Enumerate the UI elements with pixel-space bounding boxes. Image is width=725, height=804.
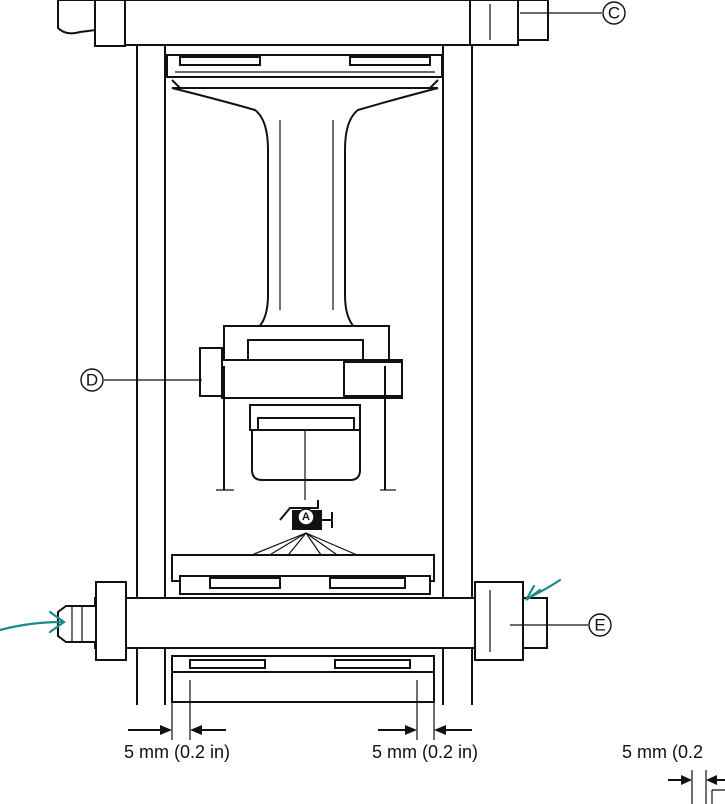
side-plates	[136, 0, 473, 705]
callout-c: C	[608, 4, 620, 23]
dimension-label-corner: 5 mm (0.2	[622, 742, 703, 762]
callout-e: E	[594, 616, 605, 635]
callout-a: A	[302, 511, 310, 523]
dimension-markers	[128, 680, 725, 804]
middle-bolt-assembly	[199, 325, 403, 500]
annotation-arrow-icon	[0, 578, 562, 634]
dimension-label-left: 5 mm (0.2 in)	[124, 742, 230, 762]
callout-e-group: E	[510, 613, 612, 637]
callout-d-group: D	[80, 368, 202, 392]
top-bearing	[166, 54, 443, 89]
top-shaft-assembly	[57, 0, 549, 47]
bottom-bearing-assembly	[57, 554, 548, 703]
relay-arm	[171, 87, 439, 339]
dimension-label-right: 5 mm (0.2 in)	[372, 742, 478, 762]
callout-d: D	[86, 371, 98, 390]
callout-c-group: C	[520, 1, 626, 25]
